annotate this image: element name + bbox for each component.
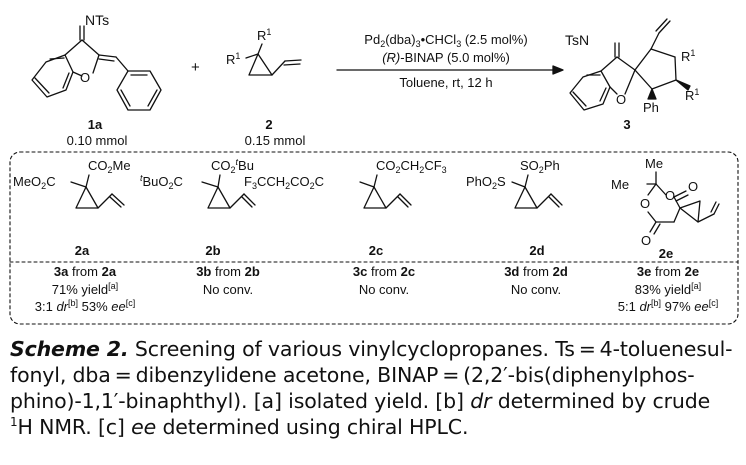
product-r1-bottom: R1: [685, 87, 699, 103]
result-2a-selectivity: 3:1 dr[b] 53% ee[c]: [35, 298, 136, 314]
substrate-2e-carbonyl-o-top: O: [688, 179, 698, 194]
reactant2-r1-left: R1: [226, 51, 240, 67]
substrate-2a-structure: [70, 174, 125, 209]
substrate-2e-carbonyl-o-bottom: O: [641, 233, 651, 248]
product-r1-top: R1: [681, 48, 695, 64]
reactant-2-structure: [245, 43, 302, 76]
result-2b-source: 3b from 2b: [196, 264, 260, 279]
substrate-2c-label: 2c: [369, 243, 383, 258]
result-2e-yield: 83% yield[a]: [635, 281, 701, 297]
solvent-text: Toluene, rt, 12 h: [399, 75, 492, 90]
caption-part2: determined by crude: [491, 389, 711, 413]
result-2b-status: No conv.: [203, 282, 253, 297]
result-2d-status: No conv.: [511, 282, 561, 297]
substrate-2e-structure: [646, 171, 720, 235]
substrate-2c-structure: [359, 174, 412, 209]
reactant-1a-structure: [31, 25, 162, 111]
reactant1-amount: 0.10 mmol: [67, 133, 128, 148]
product-oxygen: O: [616, 92, 626, 107]
product-ph-label: Ph: [643, 100, 659, 115]
product-label: 3: [623, 117, 630, 132]
product-tsn-label: TsN: [565, 32, 589, 48]
caption-dr: dr: [470, 389, 492, 413]
substrate-2b-left-group: tBuO2C: [140, 173, 183, 191]
product-3-structure: [569, 18, 691, 111]
substrate-2c-top-group: CO2CH2CF3: [376, 158, 447, 175]
substrate-2d-label: 2d: [529, 243, 544, 258]
substrate-2b-top-group: CO2tBu: [211, 157, 254, 175]
catalyst-text: Pd2(dba)3•CHCl3 (2.5 mol%): [364, 32, 527, 49]
result-2e-source: 3e from 2e: [637, 264, 699, 279]
result-2a-source: 3a from 2a: [54, 264, 117, 279]
substrate-2e-ring-o-top: O: [640, 196, 650, 211]
reactant1-label: 1a: [88, 117, 103, 132]
substrate-2a-label: 2a: [75, 243, 90, 258]
result-2c-status: No conv.: [359, 282, 409, 297]
substrate-2e-label: 2e: [659, 246, 673, 261]
substrate-2d-top-group: SO2Ph: [520, 158, 560, 175]
substrate-2e-me-left: Me: [611, 177, 629, 192]
substrate-2a-left-group: MeO2C: [13, 174, 56, 191]
result-2a-yield: 71% yield[a]: [52, 281, 118, 297]
reactant2-label: 2: [265, 117, 272, 132]
arrow-head: [552, 65, 564, 75]
caption-part3: H NMR. [c]: [17, 415, 132, 439]
result-2e-selectivity: 5:1 dr[b] 97% ee[c]: [618, 298, 719, 314]
nts-label: NTs: [85, 12, 109, 28]
substrate-2e-ring-o-bottom: O: [665, 188, 675, 203]
caption-part4: determined using chiral HPLC.: [156, 415, 469, 439]
plus-sign: +: [191, 59, 200, 76]
reactant1-oxygen: O: [80, 70, 90, 85]
caption-part1: Screening of various vinylcyclopropanes.…: [10, 337, 733, 413]
substrate-2d-left-group: PhO2S: [466, 174, 506, 191]
caption-ee: ee: [131, 415, 157, 439]
caption-nmr-sup: 1: [10, 415, 18, 430]
substrate-2a-top-group: CO2Me: [88, 158, 131, 175]
result-2d-source: 3d from 2d: [504, 264, 568, 279]
substrate-2b-label: 2b: [205, 243, 220, 258]
substrate-2c-left-group: F3CCH2CO2C: [244, 174, 324, 191]
substrate-table-box: [9, 151, 739, 325]
substrate-2e-me-top: Me: [645, 156, 663, 171]
reactant2-r1-top: R1: [257, 27, 271, 43]
result-2c-source: 3c from 2c: [353, 264, 415, 279]
substrate-2b-structure: [201, 174, 256, 209]
substrate-2d-structure: [511, 174, 563, 209]
scheme-caption: Scheme 2. Screening of various vinylcycl…: [10, 336, 736, 440]
reactant2-amount: 0.15 mmol: [245, 133, 306, 148]
ligand-text: (R)-BINAP (5.0 mol%): [382, 50, 510, 65]
caption-lead: Scheme 2.: [10, 337, 129, 361]
